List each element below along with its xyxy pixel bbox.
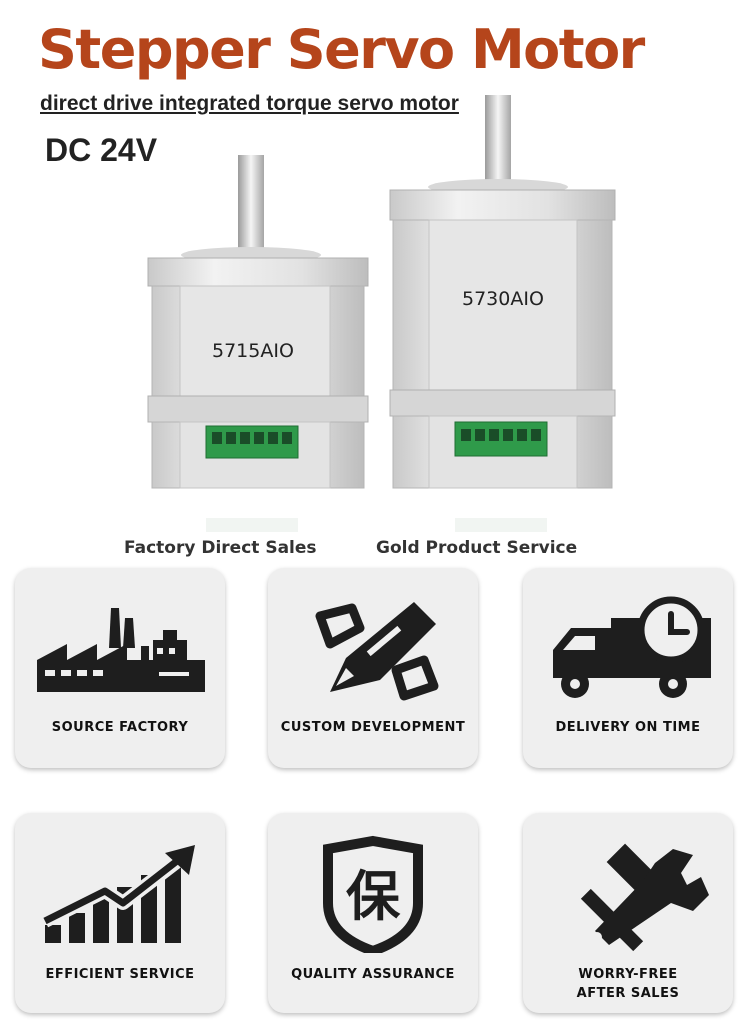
- growth-chart-icon: [41, 845, 195, 943]
- feature-label: CUSTOM DEVELOPMENT: [280, 720, 466, 735]
- feature-card-delivery-on-time: DELIVERY ON TIME: [523, 568, 733, 768]
- feature-card-custom-development: CUSTOM DEVELOPMENT: [268, 568, 478, 768]
- page-title: Stepper Servo Motor: [38, 18, 645, 81]
- feature-card-efficient-service: EFFICIENT SERVICE: [15, 813, 225, 1013]
- factory-icon: [37, 608, 205, 692]
- feature-card-worry-free-after-sales: WORRY-FREE AFTER SALES: [523, 813, 733, 1013]
- feature-label: DELIVERY ON TIME: [555, 720, 701, 735]
- motor-5730aio-image: [385, 90, 620, 540]
- feature-label: EFFICIENT SERVICE: [45, 967, 195, 982]
- caption-gold-product-service: Gold Product Service: [376, 538, 578, 558]
- model-label-5730aio: 5730AIO: [462, 288, 544, 310]
- feature-label: SOURCE FACTORY: [51, 720, 189, 735]
- feature-label: QUALITY ASSURANCE: [291, 967, 455, 982]
- voltage-label: DC 24V: [45, 132, 158, 168]
- feature-label-line-2: AFTER SALES: [576, 986, 680, 1001]
- model-label-5715aio: 5715AIO: [212, 340, 294, 362]
- feature-label: WORRY-FREE AFTER SALES: [523, 965, 733, 1003]
- tools-icon: [580, 843, 709, 952]
- truck-clock-icon: [553, 596, 711, 698]
- pencil-ruler-icon: [315, 602, 439, 701]
- feature-label-line-1: WORRY-FREE: [578, 967, 678, 982]
- feature-card-source-factory: SOURCE FACTORY: [15, 568, 225, 768]
- quality-glyph: 保: [346, 865, 401, 928]
- feature-card-quality-assurance: 保 QUALITY ASSURANCE: [268, 813, 478, 1013]
- shield-icon: 保: [323, 835, 423, 953]
- caption-factory-direct-sales: Factory Direct Sales: [124, 538, 317, 558]
- motor-5715aio-image: [140, 150, 375, 540]
- page-subtitle: direct drive integrated torque servo mot…: [40, 92, 459, 115]
